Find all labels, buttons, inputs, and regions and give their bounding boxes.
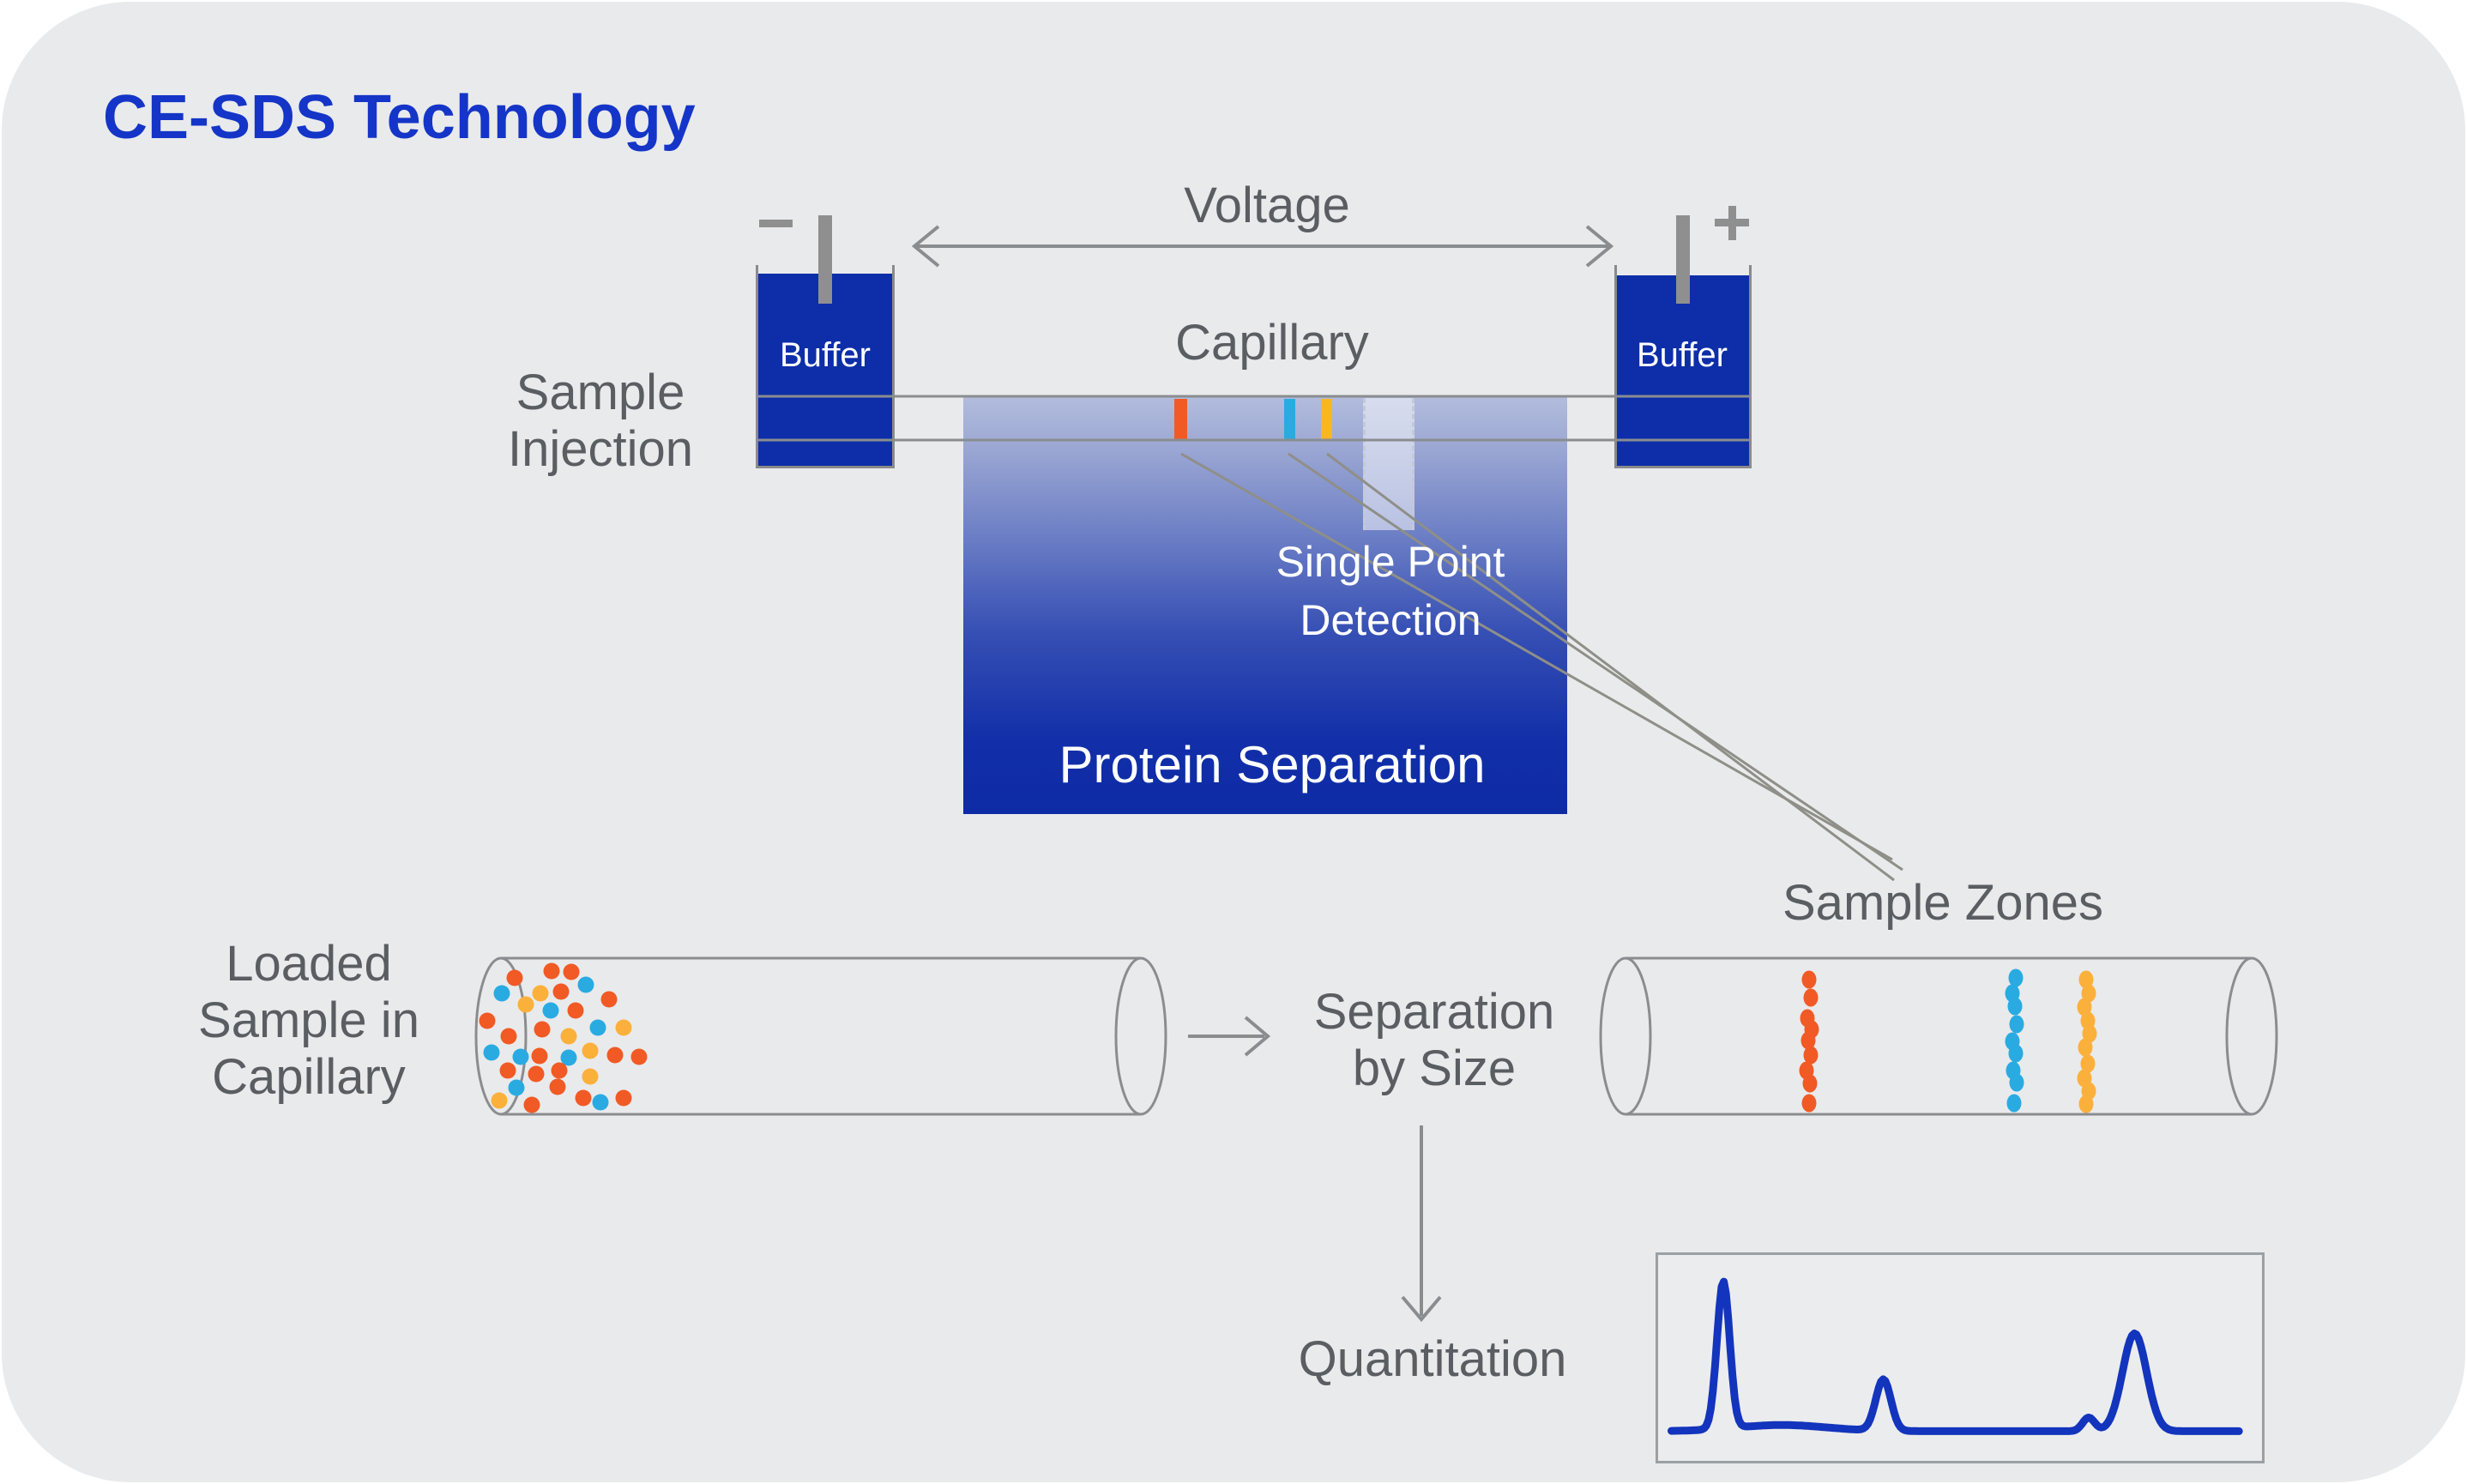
sample-injection-line2: Injection (507, 421, 694, 477)
left-buffer-fill (758, 274, 892, 466)
loaded-line1: Loaded (226, 936, 392, 992)
right-buffer-fill (1617, 275, 1749, 466)
positive-electrode (1676, 215, 1690, 304)
sample-injection-label: Sample Injection (386, 365, 815, 478)
single-point-detection-label: Single Point Detection (1133, 533, 1648, 649)
sample-zones-label: Sample Zones (1782, 875, 2103, 931)
loaded-line2: Sample in (198, 992, 419, 1048)
page-title: CE-SDS Technology (103, 83, 696, 152)
spd-line2: Detection (1300, 596, 1481, 644)
sample-injection-line1: Sample (516, 365, 685, 420)
electropherogram-trace (1668, 1277, 2243, 1435)
right-buffer-reservoir (1614, 265, 1752, 468)
quantitation-label: Quantitation (1298, 1331, 1567, 1387)
separation-by-size-label: Separation by Size (1220, 984, 1649, 1097)
orange-sample-band (1174, 399, 1187, 440)
loaded-line3: Capillary (212, 1049, 406, 1105)
right-buffer-label: Buffer (1637, 336, 1728, 374)
sbs-line1: Separation (1313, 984, 1555, 1040)
left-buffer-label: Buffer (780, 336, 871, 374)
yellow-sample-band (1321, 399, 1332, 440)
left-buffer-reservoir (756, 265, 895, 468)
sbs-line2: by Size (1352, 1041, 1517, 1096)
protein-separation-label: Protein Separation (1059, 736, 1486, 793)
spd-line1: Single Point (1276, 538, 1505, 586)
minus-sign-icon (759, 220, 793, 227)
loaded-sample-label: Loaded Sample in Capillary (94, 936, 523, 1106)
capillary-label: Capillary (1175, 315, 1369, 371)
plus-sign-icon-vertical (1728, 206, 1736, 240)
detection-window (1363, 398, 1414, 530)
cyan-sample-band (1284, 399, 1295, 440)
voltage-label: Voltage (1184, 178, 1350, 233)
electropherogram-chart (1656, 1252, 2265, 1463)
negative-electrode (818, 215, 832, 304)
